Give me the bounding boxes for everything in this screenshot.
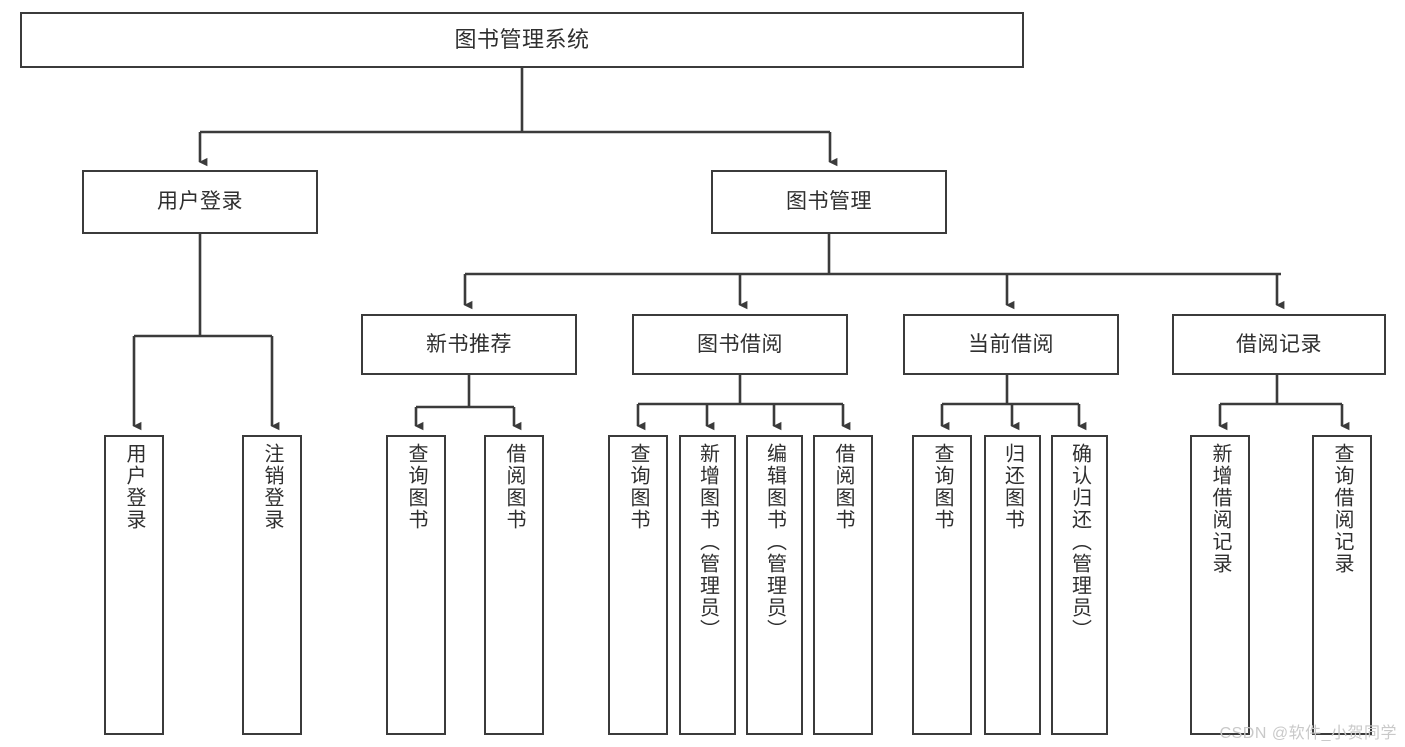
node-root-system[interactable]: 图书管理系统 bbox=[20, 12, 1024, 68]
node-label: 当前借阅 bbox=[968, 332, 1054, 356]
node-label: 查询图书 bbox=[931, 443, 953, 531]
node-borrow-record[interactable]: 借阅记录 bbox=[1172, 314, 1386, 375]
node-label: 新增图书（管理员） bbox=[696, 443, 719, 641]
node-label: 用户登录 bbox=[123, 443, 145, 531]
node-book-borrow[interactable]: 图书借阅 bbox=[632, 314, 848, 375]
leaf-query-book-borrow[interactable]: 查询图书 bbox=[608, 435, 668, 735]
leaf-return-book[interactable]: 归还图书 bbox=[984, 435, 1041, 735]
leaf-query-book-recommend[interactable]: 查询图书 bbox=[386, 435, 446, 735]
node-label: 借阅图书 bbox=[832, 443, 854, 531]
leaf-user-logout[interactable]: 注销登录 bbox=[242, 435, 302, 735]
node-label: 借阅图书 bbox=[503, 443, 525, 531]
watermark: CSDN @软件_小贺同学 bbox=[1219, 725, 1397, 742]
leaf-add-borrow-record[interactable]: 新增借阅记录 bbox=[1190, 435, 1250, 735]
node-label: 归还图书 bbox=[1001, 443, 1024, 531]
leaf-confirm-return-admin[interactable]: 确认归还（管理员） bbox=[1051, 435, 1108, 735]
leaf-edit-book-admin[interactable]: 编辑图书（管理员） bbox=[746, 435, 803, 735]
node-label: 查询图书 bbox=[627, 443, 649, 531]
node-label: 图书借阅 bbox=[697, 332, 783, 356]
node-label: 查询借阅记录 bbox=[1331, 443, 1353, 575]
leaf-borrow-book[interactable]: 借阅图书 bbox=[813, 435, 873, 735]
node-label: 用户登录 bbox=[157, 190, 243, 214]
node-label: 编辑图书（管理员） bbox=[763, 443, 786, 641]
node-label: 图书管理 bbox=[786, 190, 872, 214]
node-label: 新书推荐 bbox=[426, 332, 512, 356]
node-label: 图书管理系统 bbox=[454, 26, 590, 52]
node-new-book-recommend[interactable]: 新书推荐 bbox=[361, 314, 577, 375]
node-label: 确认归还（管理员） bbox=[1068, 443, 1091, 641]
node-book-management[interactable]: 图书管理 bbox=[711, 170, 947, 234]
node-label: 查询图书 bbox=[405, 443, 427, 531]
node-current-borrow[interactable]: 当前借阅 bbox=[903, 314, 1119, 375]
leaf-query-book-current[interactable]: 查询图书 bbox=[912, 435, 972, 735]
leaf-add-book-admin[interactable]: 新增图书（管理员） bbox=[679, 435, 736, 735]
node-label: 借阅记录 bbox=[1236, 332, 1322, 356]
leaf-user-login[interactable]: 用户登录 bbox=[104, 435, 164, 735]
leaf-query-borrow-record[interactable]: 查询借阅记录 bbox=[1312, 435, 1372, 735]
leaf-borrow-book-recommend[interactable]: 借阅图书 bbox=[484, 435, 544, 735]
node-label: 注销登录 bbox=[261, 443, 283, 531]
node-label: 新增借阅记录 bbox=[1209, 443, 1231, 575]
node-user-login[interactable]: 用户登录 bbox=[82, 170, 318, 234]
